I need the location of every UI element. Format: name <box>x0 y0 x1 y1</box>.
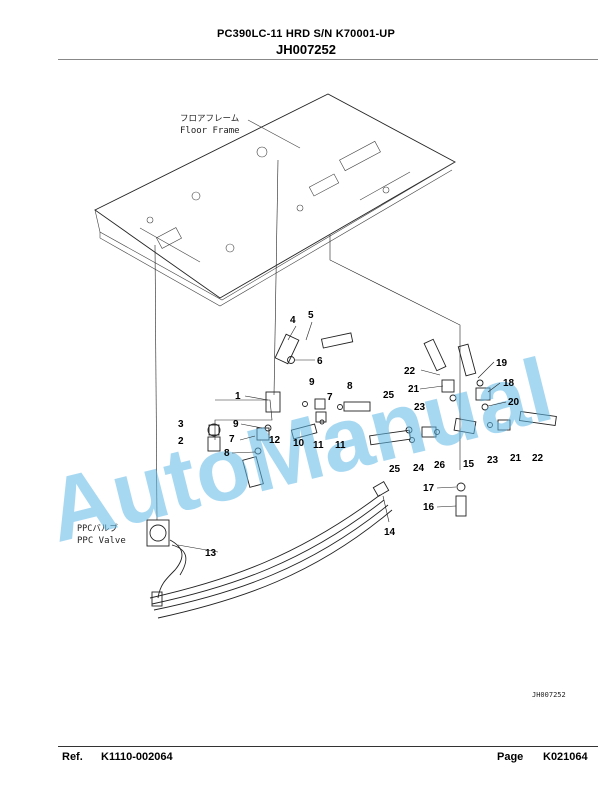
header-divider <box>58 59 598 60</box>
floor-frame-label-jp: フロアフレーム <box>180 114 239 124</box>
parts-diagram: フロアフレーム Floor Frame PPCバルブ PPC Valve <box>38 93 566 699</box>
callout-10: 10 <box>293 438 305 449</box>
footer-divider <box>58 746 598 747</box>
callouts: 1 2 3 4 5 6 7 7 8 8 9 9 10 11 11 12 13 1… <box>178 310 544 559</box>
callout-25: 25 <box>383 390 395 401</box>
callout-26: 26 <box>434 460 446 471</box>
ppc-valve-label-jp: PPCバルブ <box>77 523 118 534</box>
callout-3: 3 <box>178 419 184 430</box>
callout-16: 16 <box>423 502 435 513</box>
callout-24: 24 <box>413 463 425 474</box>
callout-22: 22 <box>532 453 544 464</box>
ppc-valve <box>146 519 187 607</box>
callout-8: 8 <box>347 381 353 392</box>
ref-label: Ref. <box>62 751 83 763</box>
callout-5: 5 <box>308 310 314 321</box>
page-header: PC390LC-11 HRD S/N K70001-UP JH007252 <box>0 28 612 57</box>
floor-frame-label-en: Floor Frame <box>180 126 240 136</box>
callout-17: 17 <box>423 483 435 494</box>
right-block-assembly <box>369 338 557 517</box>
diagram-code: JH007252 <box>276 42 336 57</box>
callout-11: 11 <box>313 440 324 451</box>
callout-8: 8 <box>224 448 230 459</box>
callout-4: 4 <box>290 315 296 326</box>
callout-7: 7 <box>327 392 333 403</box>
callout-13: 13 <box>205 548 217 559</box>
callout-7: 7 <box>229 434 235 445</box>
ppc-valve-label-en: PPC Valve <box>77 536 126 546</box>
callout-6: 6 <box>317 356 323 367</box>
watermark: AutoManual <box>38 340 562 562</box>
callout-21: 21 <box>510 453 522 464</box>
page-value: K021064 <box>543 751 588 763</box>
floor-frame <box>94 93 456 307</box>
callout-9: 9 <box>233 419 239 430</box>
callout-leaders <box>177 321 507 553</box>
callout-23: 23 <box>487 455 499 466</box>
callout-22: 22 <box>404 366 416 377</box>
callout-15: 15 <box>463 459 475 470</box>
hose-assembly <box>149 481 393 619</box>
ref-value: K1110-002064 <box>101 751 173 763</box>
callout-18: 18 <box>503 378 515 389</box>
model-title: PC390LC-11 HRD S/N K70001-UP <box>216 28 395 40</box>
callout-14: 14 <box>384 527 396 538</box>
routing-lines <box>154 159 461 521</box>
callout-25: 25 <box>389 464 401 475</box>
callout-1: 1 <box>235 391 241 402</box>
page-label: Page <box>497 751 524 763</box>
callout-12: 12 <box>269 435 281 446</box>
callout-21: 21 <box>408 384 420 395</box>
left-bracket-assembly <box>207 332 371 488</box>
callout-19: 19 <box>496 358 508 369</box>
callout-2: 2 <box>178 436 184 447</box>
drawing-id: JH007252 <box>532 691 566 699</box>
callout-11: 11 <box>335 440 346 451</box>
callout-23: 23 <box>414 402 426 413</box>
callout-9: 9 <box>309 377 315 388</box>
callout-20: 20 <box>508 397 520 408</box>
